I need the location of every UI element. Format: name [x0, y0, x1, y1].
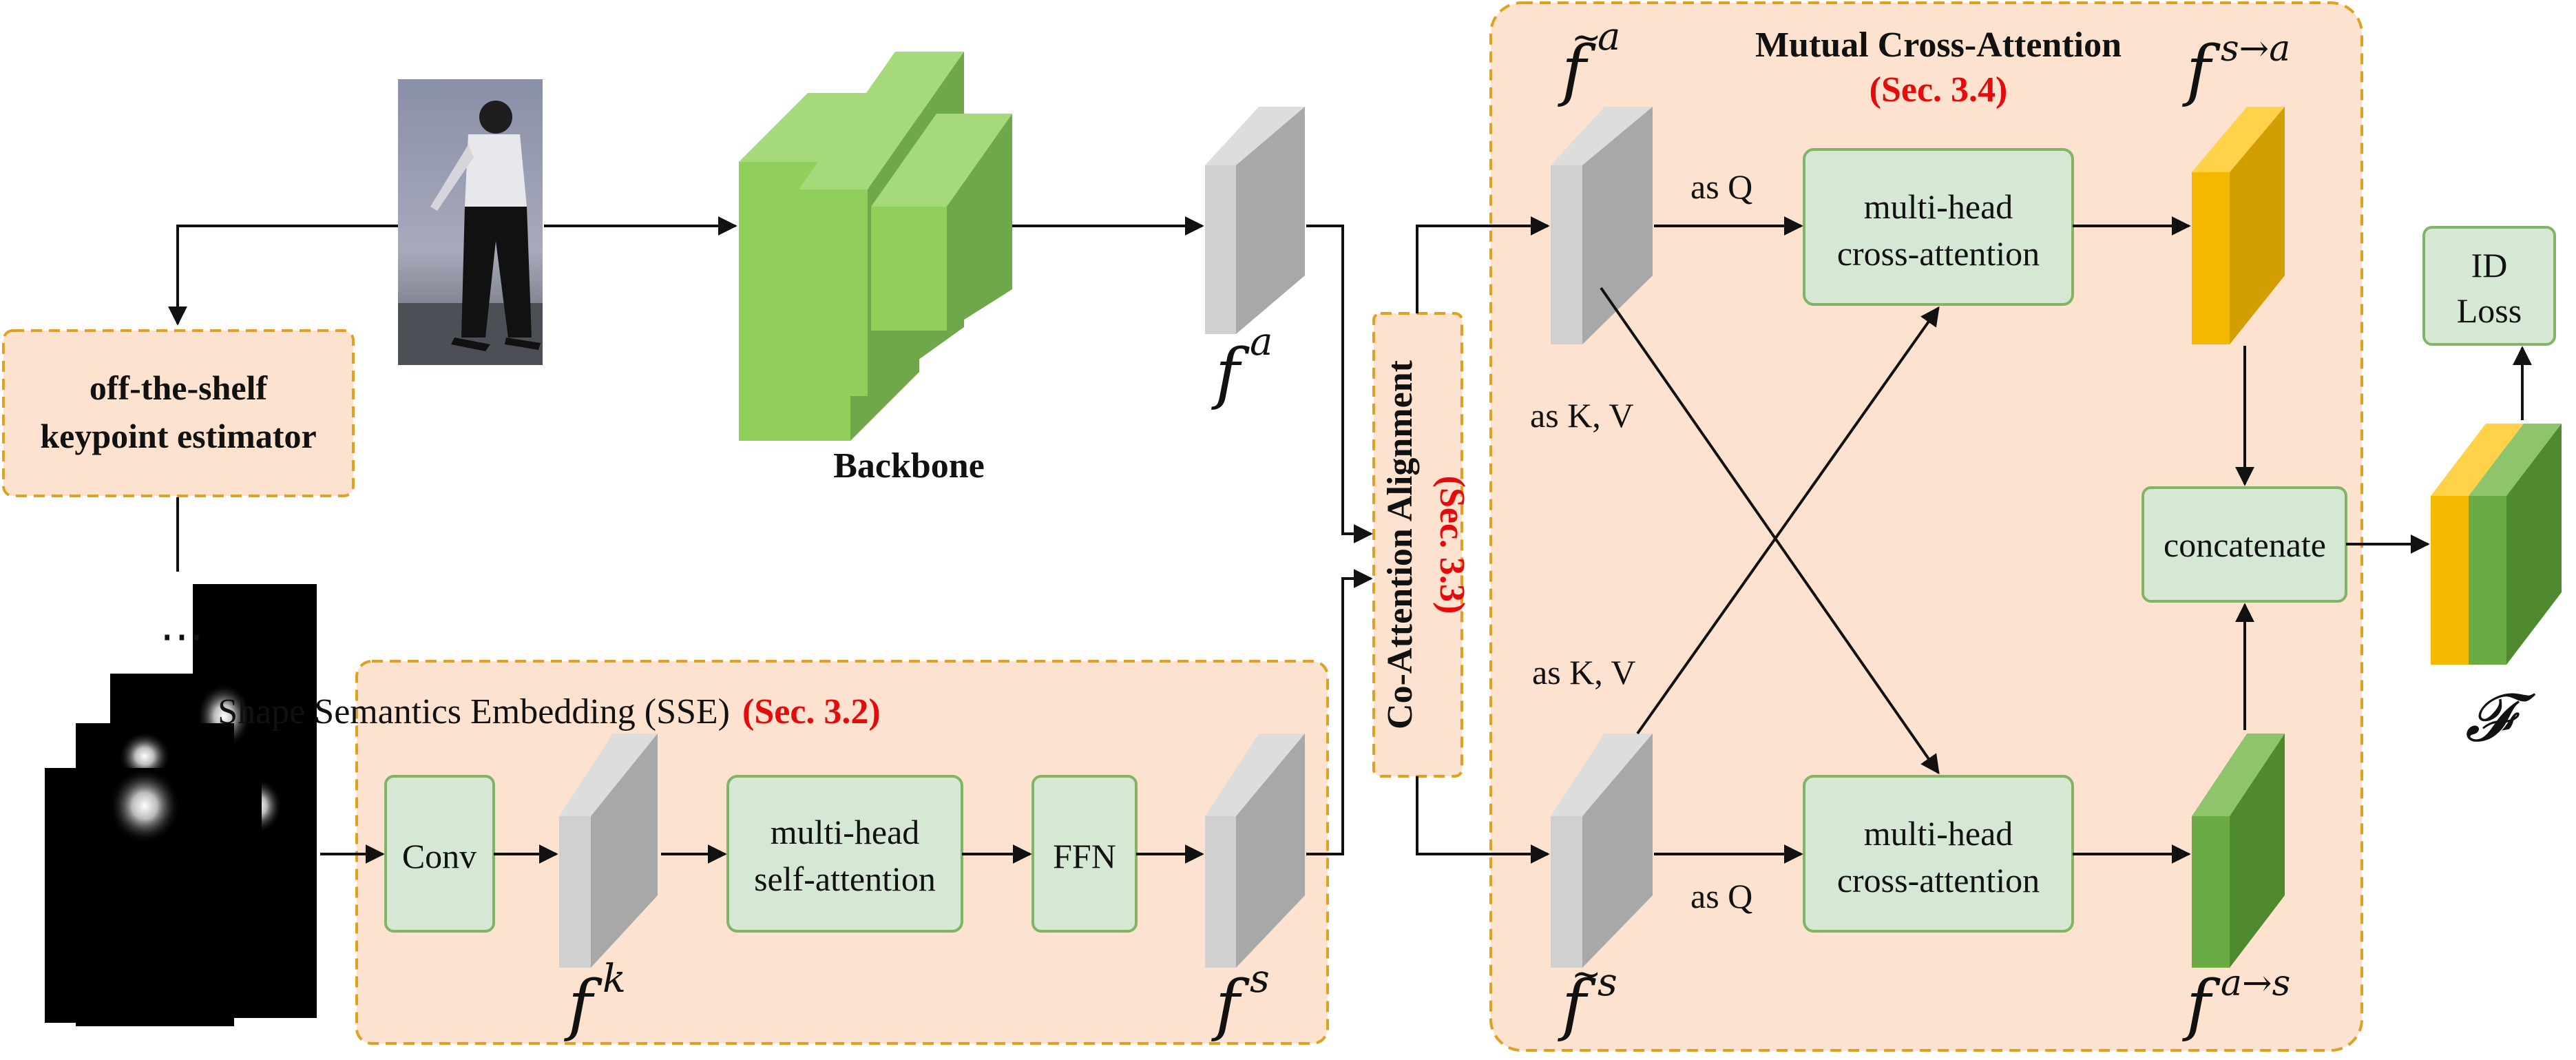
mca-title: Mutual Cross-Attention — [1755, 25, 2122, 65]
co-attention-title: Co-Attention Alignment — [1381, 360, 1420, 729]
arrow-fs-tilde-to-top-cross — [1636, 306, 1940, 735]
self-attention-box: multi-head self-attention — [726, 775, 963, 933]
svg-text:k: k — [603, 957, 626, 1001]
ffn-box: FFN — [1032, 775, 1138, 933]
svg-text:a: a — [1250, 320, 1273, 364]
as-q-top-label: as Q — [1690, 167, 1752, 206]
sse-sec: (Sec. 3.2) — [742, 692, 881, 731]
as-q-bottom-label: as Q — [1690, 877, 1752, 915]
svg-text:~: ~ — [1571, 954, 1602, 995]
backbone-block: Backbone — [739, 52, 1012, 486]
svg-text:~: ~ — [1571, 17, 1602, 59]
svg-text:cross-attention: cross-attention — [1837, 861, 2040, 900]
fas-label: f a→s — [2182, 963, 2290, 1043]
svg-text:self-attention: self-attention — [754, 860, 936, 898]
arrow-coattention-to-fa-tilde — [1416, 216, 1550, 313]
connectors — [168, 216, 2532, 864]
final-feature-block: 𝓕 — [2431, 424, 2562, 756]
arrow-image-to-estimator — [168, 225, 398, 326]
fk-feature-block — [559, 734, 658, 968]
mca-sec: (Sec. 3.4) — [1870, 70, 2008, 110]
arrow-coattention-to-fs-tilde — [1416, 776, 1550, 864]
sse-title: Shape Semantics Embedding (SSE) — [218, 692, 730, 731]
svg-text:s: s — [1598, 960, 1617, 1005]
as-kv-top-label: as K, V — [1530, 396, 1633, 435]
svg-text:concatenate: concatenate — [2164, 526, 2326, 564]
arrow-fs-to-coattention — [1306, 569, 1373, 855]
svg-text:Loss: Loss — [2457, 291, 2522, 330]
ellipsis-text: ⋯ — [160, 612, 204, 661]
final-feature-label: 𝓕 — [2465, 679, 2536, 756]
keypoint-heatmap-stack: ⋯ — [45, 584, 317, 1026]
cross-attention-top-box: multi-head cross-attention — [1803, 148, 2074, 306]
backbone-label: Backbone — [833, 446, 985, 486]
svg-text:FFN: FFN — [1053, 837, 1116, 875]
svg-text:multi-head: multi-head — [1864, 814, 2013, 853]
keypoint-estimator-line2: keypoint estimator — [40, 417, 316, 455]
svg-text:f: f — [1211, 335, 1250, 412]
mutual-cross-attention-box: Mutual Cross-Attention (Sec. 3.4) — [1489, 1, 2363, 1052]
arrow-fa-to-coattention — [1306, 225, 1373, 543]
concatenate-box: concatenate — [2142, 486, 2347, 603]
svg-text:multi-head: multi-head — [1864, 187, 2013, 226]
fsa-feature-block — [2192, 107, 2285, 344]
keypoint-estimator-box: off-the-shelf keypoint estimator — [2, 329, 355, 497]
fs-tilde-block — [1551, 734, 1653, 968]
svg-text:a: a — [1598, 14, 1620, 59]
cross-attention-bottom-box: multi-head cross-attention — [1803, 775, 2074, 933]
co-attention-alignment-box: Co-Attention Alignment (Sec. 3.3) — [1372, 312, 1472, 778]
conv-box: Conv — [384, 775, 495, 933]
svg-text:Conv: Conv — [402, 837, 477, 875]
co-attention-sec: (Sec. 3.3) — [1432, 476, 1472, 614]
id-loss-box: ID Loss — [2422, 226, 2556, 346]
svg-text:a→s: a→s — [2221, 963, 2290, 1004]
svg-text:multi-head: multi-head — [771, 813, 920, 851]
fs-feature-block — [1205, 734, 1305, 968]
input-person-image — [398, 79, 543, 365]
arrow-fa-tilde-to-bottom-cross — [1600, 287, 1940, 775]
fa-tilde-block — [1551, 107, 1653, 344]
svg-text:ID: ID — [2471, 246, 2508, 284]
fas-feature-block — [2192, 734, 2285, 968]
fa-feature-block — [1205, 107, 1305, 334]
svg-text:s→a: s→a — [2221, 28, 2290, 70]
as-kv-bottom-label: as K, V — [1532, 653, 1635, 692]
svg-text:cross-attention: cross-attention — [1837, 234, 2040, 273]
svg-text:s: s — [1250, 957, 1270, 1001]
keypoint-estimator-line1: off-the-shelf — [90, 368, 269, 407]
